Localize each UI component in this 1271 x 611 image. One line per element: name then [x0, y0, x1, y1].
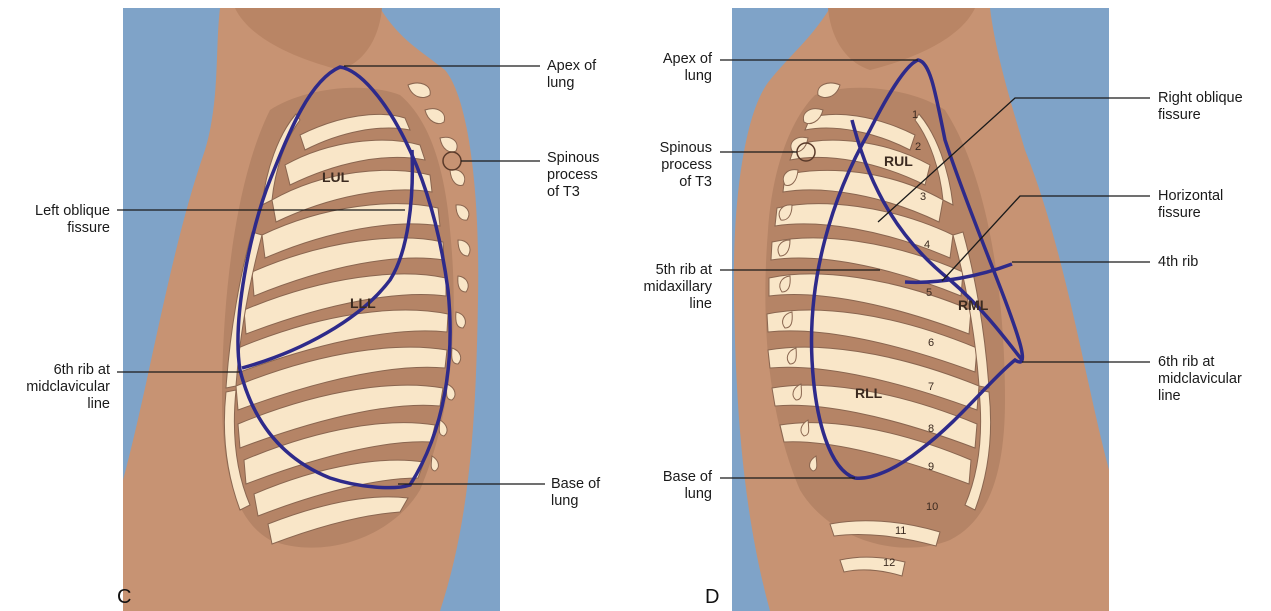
rib-number-7: 7 [928, 381, 934, 393]
rib-number-5: 5 [926, 287, 932, 299]
label-d-right-oblique: Right oblique fissure [1158, 90, 1243, 124]
rib-number-10: 10 [926, 501, 938, 513]
panel-d-lobe-rll: RLL [855, 385, 883, 401]
label-c-apex: Apex of lung [547, 58, 596, 92]
panel-c-illustration: LUL LLL [123, 8, 500, 611]
label-c-sixth-rib: 6th rib at midclavicular line [2, 362, 110, 413]
label-d-fourth-rib: 4th rib [1158, 254, 1198, 271]
rib-number-9: 9 [928, 461, 934, 473]
rib-number-3: 3 [920, 191, 926, 203]
panel-d-lobe-rul: RUL [884, 153, 913, 169]
label-d-apex: Apex of lung [600, 51, 712, 85]
label-c-base: Base of lung [551, 476, 600, 510]
rib-number-11: 11 [895, 525, 906, 537]
panel-d-lobe-rml: RML [958, 297, 989, 313]
label-c-spinous: Spinous process of T3 [547, 150, 599, 201]
label-d-fifth-rib: 5th rib at midaxillary line [600, 262, 712, 313]
rib-number-4: 4 [924, 239, 930, 251]
panel-c-label: C [117, 586, 131, 609]
rib-number-2: 2 [915, 141, 921, 153]
label-d-sixth-rib: 6th rib at midclavicular line [1158, 354, 1242, 405]
label-c-oblique: Left oblique fissure [2, 203, 110, 237]
label-d-spinous: Spinous process of T3 [600, 140, 712, 191]
rib-number-1: 1 [912, 109, 918, 121]
label-d-base: Base of lung [600, 469, 712, 503]
rib-number-8: 8 [928, 423, 934, 435]
label-d-horizontal: Horizontal fissure [1158, 188, 1223, 222]
rib-number-12: 12 [883, 557, 895, 569]
panel-d-label: D [705, 586, 719, 609]
panel-c-lobe-lll: LLL [350, 295, 376, 311]
panel-c-lobe-lul: LUL [322, 169, 350, 185]
rib-number-6: 6 [928, 337, 934, 349]
